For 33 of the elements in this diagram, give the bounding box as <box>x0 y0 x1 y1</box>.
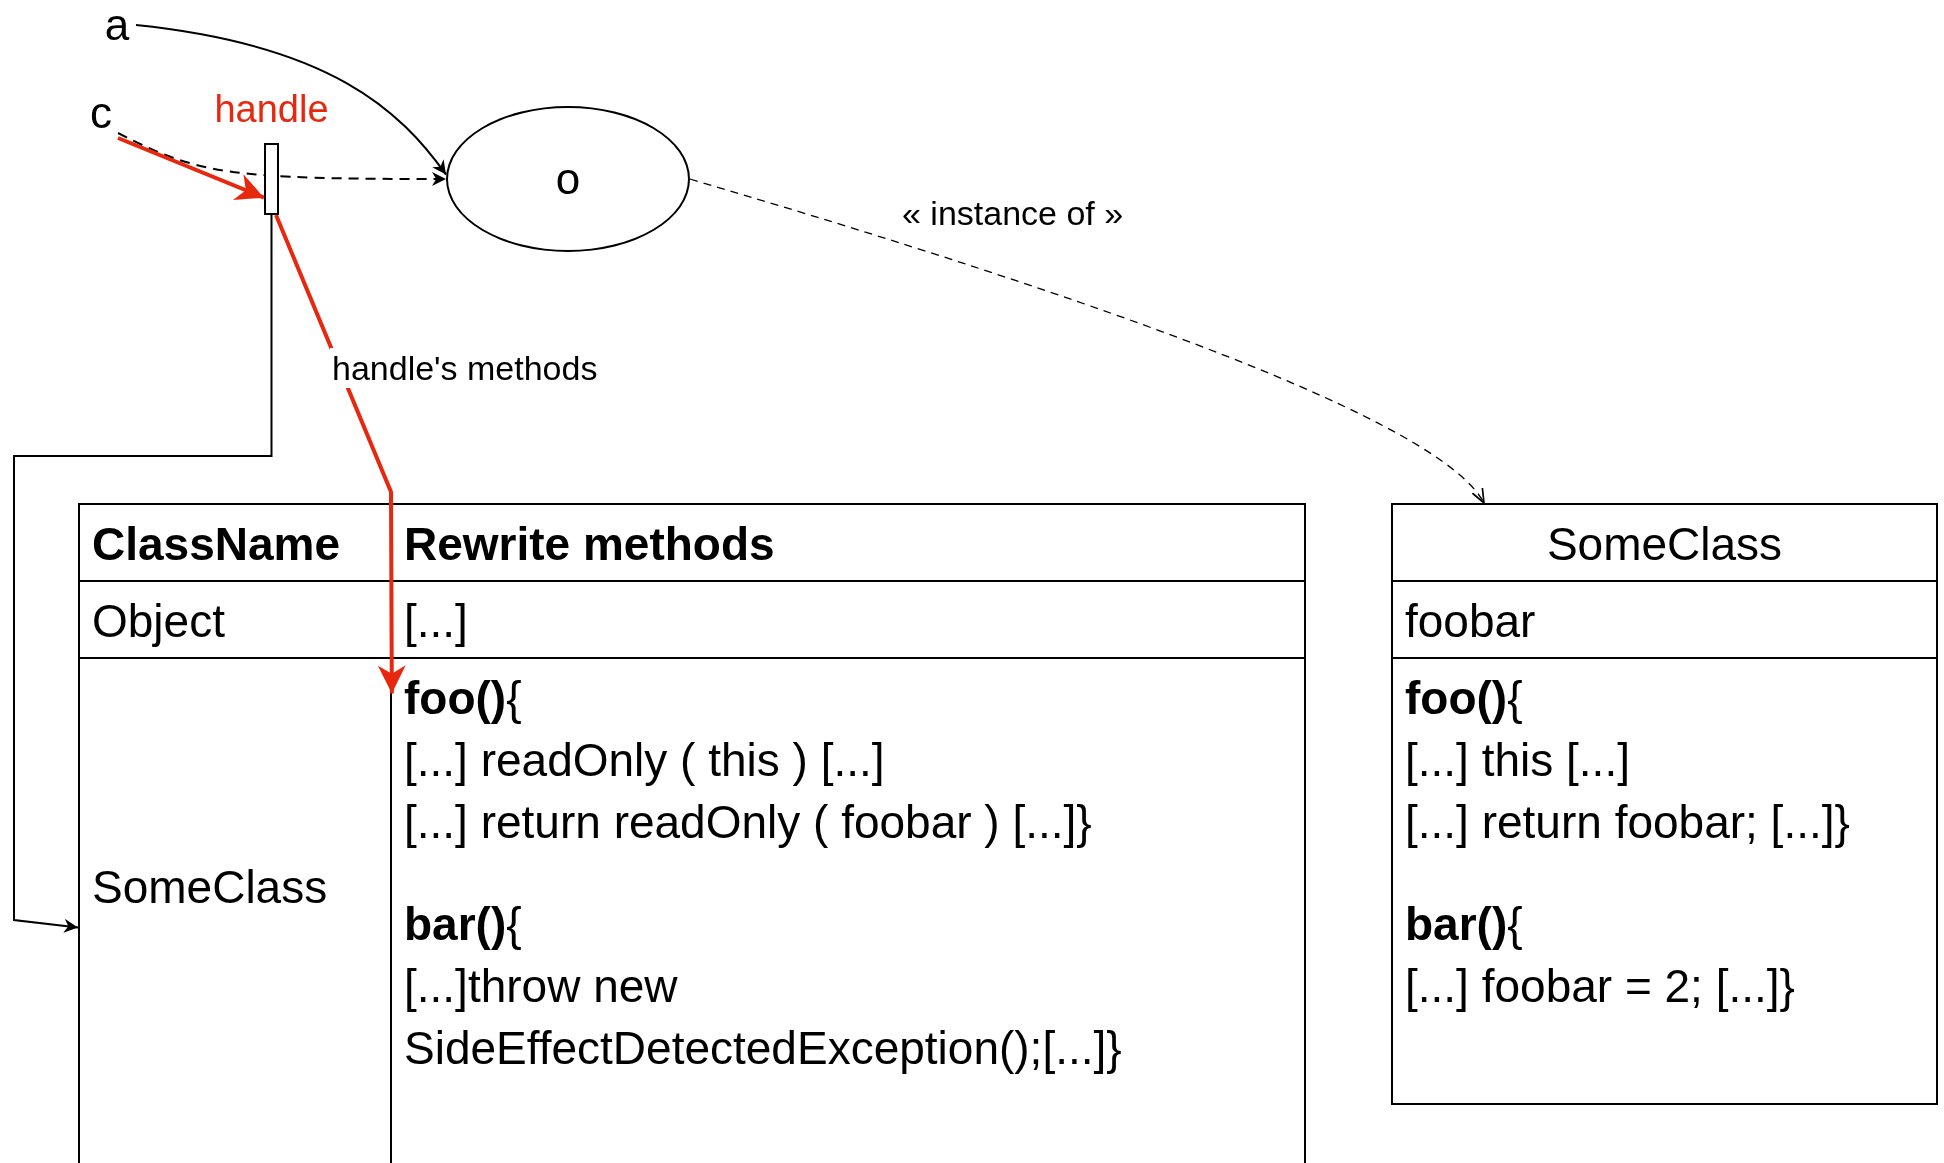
handle-label: handle <box>214 87 329 131</box>
cell-text: foobar <box>1405 594 1536 649</box>
arrow <box>274 214 406 694</box>
column-header: Rewrite methods <box>404 517 775 572</box>
arrow <box>117 132 447 186</box>
code-line: [...] this [...] <box>1405 733 1630 788</box>
arrow <box>135 24 447 176</box>
table-cell <box>78 503 392 582</box>
code-line: [...] foobar = 2; [...]} <box>1405 959 1795 1014</box>
column-header: ClassName <box>92 517 341 572</box>
code-line: foo(){ <box>404 671 522 726</box>
cell-text: Object <box>92 594 225 649</box>
code-line: [...]throw new SideEffectDetectedException();[...]} <box>404 959 1123 1076</box>
edge-label: handle's methods <box>330 348 600 388</box>
code-line: bar(){ <box>404 897 522 952</box>
arrow <box>13 214 273 933</box>
code-line: [...] return readOnly ( foobar ) [...]} <box>404 795 1092 850</box>
table-cell <box>1391 580 1938 659</box>
table-cell <box>1391 503 1938 582</box>
arrow <box>117 136 265 201</box>
object-label: o <box>555 154 581 204</box>
arrow <box>689 178 1485 504</box>
code-line: bar(){ <box>1405 897 1523 952</box>
code-line: foo(){ <box>1405 671 1523 726</box>
variable-label: a <box>98 0 136 50</box>
cell-text: [...] <box>404 594 468 649</box>
cell-text: SomeClass <box>92 860 328 915</box>
code-line: [...] return foobar; [...]} <box>1405 795 1850 850</box>
table-cell <box>1391 657 1938 1105</box>
variable-label: c <box>84 88 118 138</box>
code-line: [...] readOnly ( this ) [...] <box>404 733 885 788</box>
table-cell <box>390 503 1306 582</box>
column-header: SomeClass <box>1546 517 1783 572</box>
